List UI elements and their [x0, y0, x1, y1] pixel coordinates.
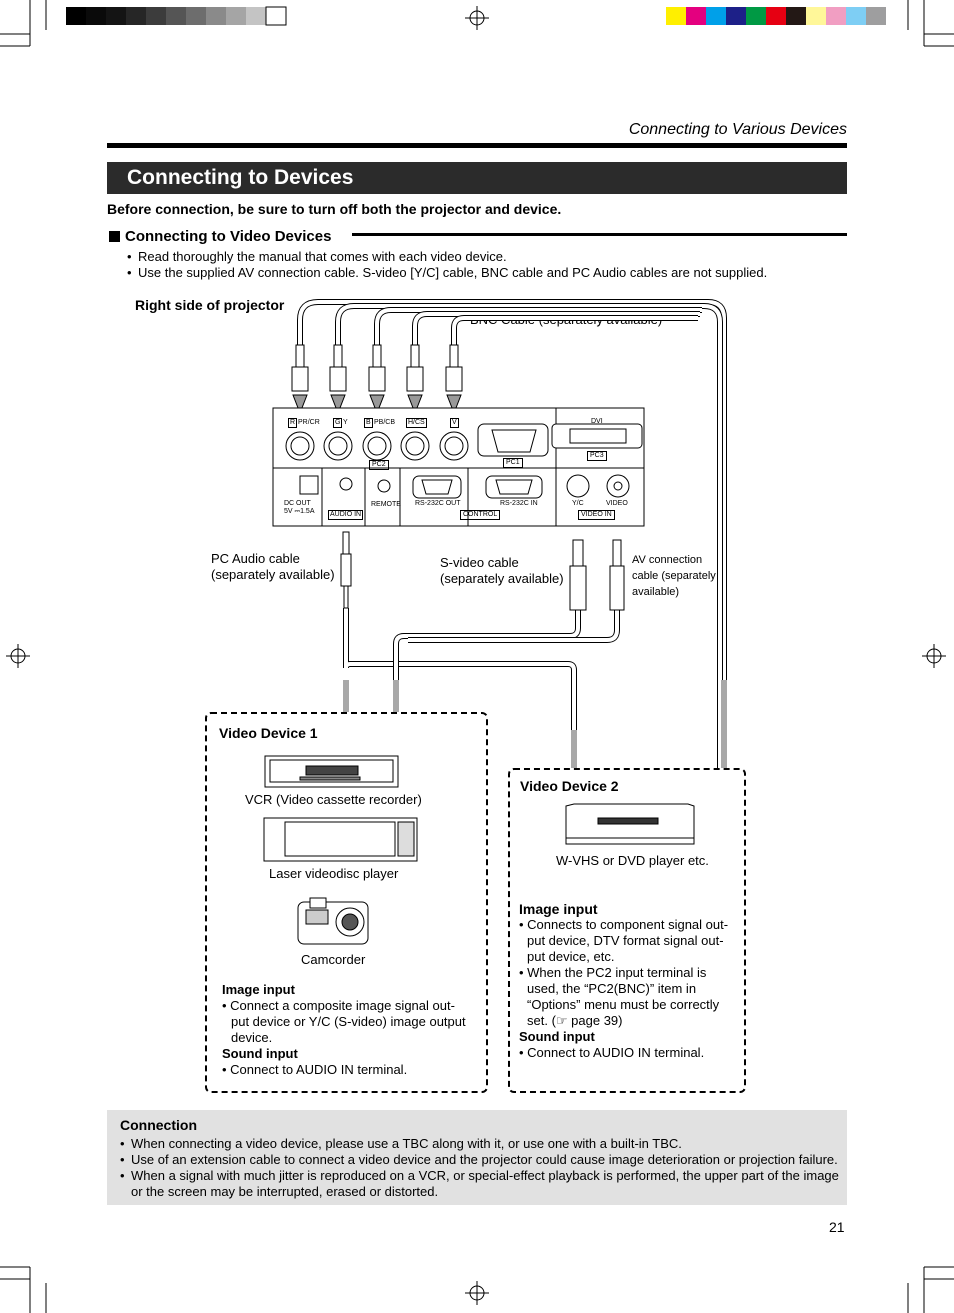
bnc-plug-body [406, 366, 424, 392]
device1-image-line: device. [231, 1030, 273, 1045]
warning-text: Before connection, be sure to turn off b… [107, 201, 562, 217]
label-r-sub: PR/CR [298, 419, 320, 426]
arrow-down-icon [407, 394, 423, 415]
notes-list: Read thoroughly the manual that comes wi… [127, 249, 767, 281]
color-swatch [786, 7, 806, 25]
device1-image-input-title: Image input [222, 982, 295, 997]
vcr-label: VCR (Video cassette recorder) [245, 792, 422, 807]
device1-sound-line: • Connect to AUDIO IN terminal. [222, 1062, 408, 1077]
top-rule [107, 143, 847, 148]
color-swatch [806, 7, 826, 25]
device2-image-line: set. (☞ page 39) [527, 1013, 623, 1028]
device2-sound-input-title: Sound input [519, 1029, 595, 1044]
device1-sound-input-title: Sound input [222, 1046, 298, 1061]
color-swatch [746, 7, 766, 25]
device1-image-line: put device or Y/C (S-video) image output [231, 1014, 466, 1029]
laser-label: Laser videodisc player [269, 866, 399, 881]
camcorder-label: Camcorder [301, 952, 366, 967]
subheading: Connecting to Video Devices [109, 228, 331, 245]
page-number: 21 [829, 1219, 845, 1235]
label-remote: REMOTE [371, 501, 401, 508]
arrow-down-icon [369, 394, 385, 415]
device2-image-line: used, the “PC2(BNC)” item in [527, 981, 697, 996]
label-audio-in: AUDIO IN [328, 510, 364, 520]
label-b-sub: PB/CB [374, 419, 396, 426]
device2-image-line: “Options” menu must be correctly [527, 997, 720, 1012]
connection-item: When connecting a video device, please u… [120, 1136, 840, 1152]
color-swatch [686, 7, 706, 25]
connection-box: Connection When connecting a video devic… [107, 1110, 847, 1205]
device1-text: Image input • Connect a composite image … [222, 982, 482, 1078]
color-swatch [846, 7, 866, 25]
title-bar: Connecting to Devices [107, 162, 847, 194]
device2-image-line: put device, DTV format signal out- [527, 933, 724, 948]
arrow-down-icon [446, 394, 462, 415]
label-rs-out: RS-232C OUT [415, 500, 461, 507]
connection-list: When connecting a video device, please u… [120, 1136, 840, 1200]
projector-label: Right side of projector [135, 297, 285, 313]
device2-image-line: • Connects to component signal out- [519, 917, 729, 932]
bnc-plug-body [329, 366, 347, 392]
color-swatch [766, 7, 786, 25]
connection-title: Connection [120, 1117, 197, 1133]
section-title: Connecting to Various Devices [628, 121, 847, 138]
svideo-label: S-video cable (separately available) [440, 555, 564, 586]
device1-box [205, 712, 488, 1093]
device2-sound-line: • Connect to AUDIO IN terminal. [519, 1045, 705, 1060]
player-label: W-VHS or DVD player etc. [556, 853, 709, 868]
label-rs-in: RS-232C IN [500, 500, 538, 507]
label-r: R [288, 418, 298, 428]
color-swatch [706, 7, 726, 25]
label-hc: H/CS [406, 418, 427, 428]
label-dvi: DVI [591, 418, 603, 425]
connection-item: When a signal with much jitter is reprod… [120, 1168, 840, 1200]
subheading-text: Connecting to Video Devices [125, 228, 332, 245]
label-pc3: PC3 [587, 451, 607, 461]
device2-title: Video Device 2 [520, 778, 619, 794]
color-swatch [666, 7, 686, 25]
pc-audio-label: PC Audio cable (separately available) [211, 551, 335, 582]
device2-image-line: • When the PC2 input terminal is [519, 965, 707, 980]
label-dc-out: DC OUT [284, 500, 311, 507]
bnc-plug-body [368, 366, 386, 392]
label-pc2: PC2 [369, 460, 389, 470]
page-title: Connecting to Devices [127, 166, 354, 189]
label-video-in: VIDEO IN [578, 510, 615, 520]
label-g-sub: Y [343, 419, 348, 426]
label-g: G [333, 418, 343, 428]
device2-box [508, 768, 746, 1093]
bnc-plug-body [445, 366, 463, 392]
label-video: VIDEO [606, 500, 628, 507]
bnc-plug-body [291, 366, 309, 392]
arrow-down-icon [292, 394, 308, 415]
label-dc-spec: 5V ⎓1.5A [284, 508, 315, 515]
label-pc1: PC1 [503, 458, 523, 468]
color-bar [666, 7, 886, 25]
color-swatch [726, 7, 746, 25]
av-cable-label: AV connection cable (separately availabl… [632, 554, 716, 598]
subheading-rule [352, 233, 847, 236]
device1-image-line: • Connect a composite image signal out- [222, 998, 455, 1013]
label-yc: Y/C [572, 500, 584, 507]
device2-image-line: put device, etc. [527, 949, 615, 964]
device1-title: Video Device 1 [219, 725, 318, 741]
label-control: CONTROL [460, 510, 501, 520]
device2-image-input-title: Image input [519, 901, 598, 917]
label-v: V [450, 418, 459, 428]
square-bullet-icon [109, 231, 120, 242]
note-item: Read thoroughly the manual that comes wi… [127, 249, 767, 265]
connection-item: Use of an extension cable to connect a v… [120, 1152, 840, 1168]
color-swatch [866, 7, 886, 25]
device2-text: Image input • Connects to component sign… [519, 901, 739, 1061]
note-item: Use the supplied AV connection cable. S-… [127, 265, 767, 281]
label-b: B [364, 418, 373, 428]
arrow-down-icon [330, 394, 346, 415]
color-swatch [826, 7, 846, 25]
